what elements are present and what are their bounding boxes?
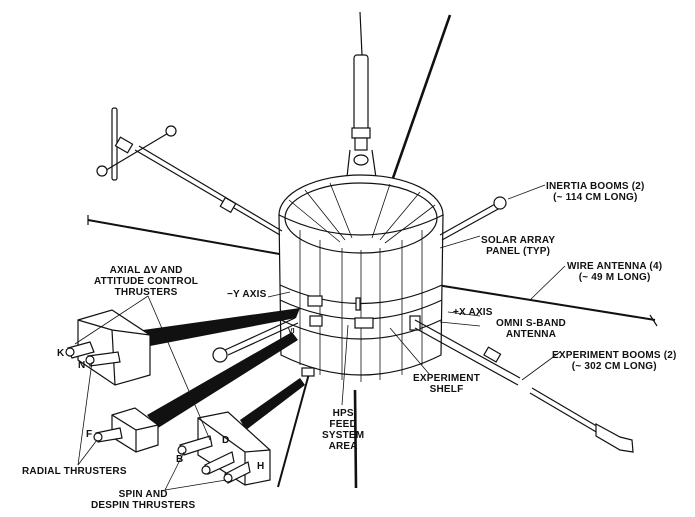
thruster-block-spin bbox=[177, 411, 271, 486]
leader-lines bbox=[74, 184, 566, 491]
thruster-block-radial bbox=[93, 407, 159, 453]
inertia-boom-lower-left bbox=[212, 317, 299, 363]
label-experiment-booms: EXPERIMENT BOOMS (2) (~ 302 CM LONG) bbox=[552, 350, 677, 372]
thruster-letter-b: B bbox=[176, 454, 183, 465]
label-line: THRUSTERS bbox=[114, 287, 178, 298]
label-omni-antenna: OMNI S-BAND ANTENNA bbox=[496, 318, 566, 340]
label-line: FEED bbox=[329, 419, 357, 430]
label-line: SYSTEM bbox=[322, 430, 365, 441]
label-wire-antenna: WIRE ANTENNA (4) (~ 49 M LONG) bbox=[567, 261, 662, 283]
label-inertia-booms: INERTIA BOOMS (2) (~ 114 CM LONG) bbox=[546, 181, 645, 203]
label-line: EXPERIMENT BOOMS (2) bbox=[552, 350, 677, 361]
wire-antenna-bottom bbox=[353, 389, 358, 489]
label-line: (~ 49 M LONG) bbox=[578, 272, 651, 283]
spacecraft-drum bbox=[278, 174, 444, 382]
label-minus-y-axis: −Y AXIS bbox=[227, 289, 267, 300]
wire-antenna-top bbox=[391, 14, 452, 179]
wire-antenna-left bbox=[87, 219, 286, 256]
thruster-letter-h: H bbox=[257, 461, 264, 472]
panel-mark-vi: VI bbox=[288, 328, 295, 335]
label-line: (~ 114 CM LONG) bbox=[553, 192, 638, 203]
panel-mark-iv: IV bbox=[288, 311, 295, 318]
label-line: AXIAL ΔV AND bbox=[109, 265, 183, 276]
label-spin-despin-thrusters: SPIN AND DESPIN THRUSTERS bbox=[91, 489, 195, 511]
inertia-boom-right bbox=[439, 196, 507, 241]
label-line: PANEL (TYP) bbox=[486, 246, 551, 257]
thruster-letter-n: N bbox=[78, 360, 85, 371]
label-line: AREA bbox=[328, 441, 358, 452]
label-line: HPS bbox=[332, 408, 354, 419]
thruster-letter-d: D bbox=[222, 435, 229, 446]
label-line: SHELF bbox=[429, 384, 464, 395]
label-radial-thrusters: RADIAL THRUSTERS bbox=[22, 466, 127, 477]
wire-antenna-right bbox=[436, 284, 656, 321]
label-line: EXPERIMENT bbox=[413, 373, 481, 384]
label-line: WIRE ANTENNA (4) bbox=[567, 261, 663, 272]
label-hps-feed-system: HPS FEED SYSTEM AREA bbox=[322, 408, 364, 452]
label-experiment-shelf: EXPERIMENT SHELF bbox=[413, 373, 480, 395]
label-line: ANTENNA bbox=[505, 329, 557, 340]
thruster-letter-k: K bbox=[57, 348, 65, 359]
label-line: OMNI S-BAND bbox=[496, 318, 566, 329]
inertia-boom-left bbox=[96, 107, 283, 236]
thruster-block-axial bbox=[65, 309, 151, 386]
experiment-booms bbox=[414, 319, 634, 453]
label-line: (~ 302 CM LONG) bbox=[571, 361, 657, 372]
label-axial-thrusters: AXIAL ΔV AND ATTITUDE CONTROL THRUSTERS bbox=[94, 265, 198, 298]
label-line: SOLAR ARRAY bbox=[481, 235, 556, 246]
thruster-letter-f: F bbox=[86, 429, 92, 440]
label-line: ATTITUDE CONTROL bbox=[94, 276, 199, 287]
label-line: INERTIA BOOMS (2) bbox=[546, 181, 645, 192]
detail-pointer-arrows bbox=[143, 308, 305, 430]
label-plus-x-axis: +X AXIS bbox=[453, 307, 493, 318]
label-line: SPIN AND bbox=[118, 489, 168, 500]
label-line: DESPIN THRUSTERS bbox=[91, 500, 196, 511]
label-solar-array: SOLAR ARRAY PANEL (TYP) bbox=[481, 235, 555, 257]
